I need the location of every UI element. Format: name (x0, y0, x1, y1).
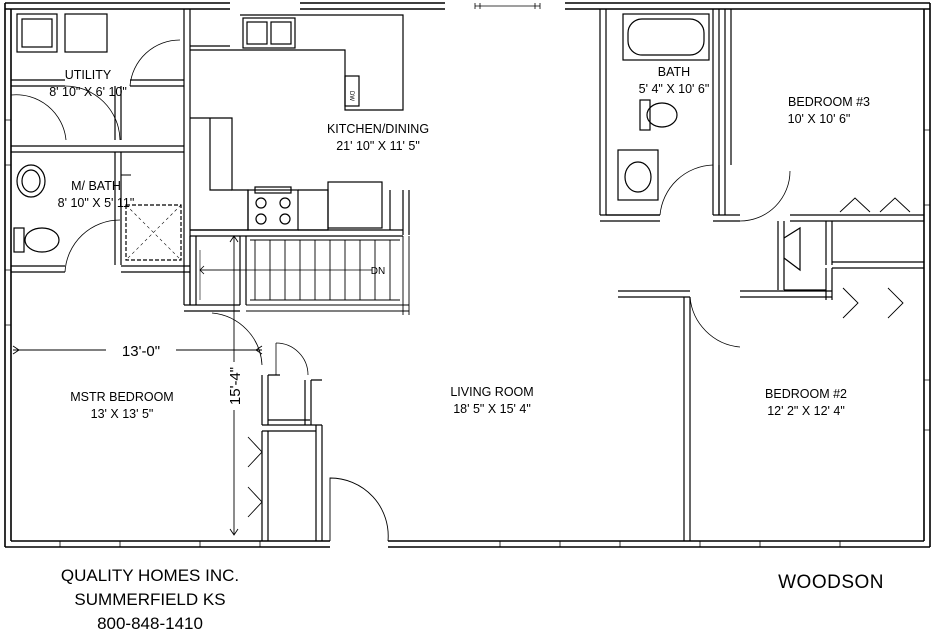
kitchen-sink-icon (242, 17, 296, 49)
company-phone: 800-848-1410 (97, 614, 203, 633)
bath-name: BATH (658, 65, 690, 79)
kitchen-walls (189, 229, 403, 305)
living-size: 18' 5" X 15' 4" (453, 402, 531, 416)
closet-doors-icon (839, 197, 911, 213)
bath-toilet-icon (646, 102, 678, 128)
company-name: QUALITY HOMES INC. (60, 566, 240, 585)
dishwasher-icon (344, 75, 360, 107)
utility-name: UTILITY (65, 68, 112, 82)
bedroom2-size: 12' 2" X 12' 4" (767, 404, 845, 418)
bedroom2-walls (618, 290, 832, 541)
utility-size: 8' 10" X 6' 10" (49, 85, 127, 99)
sink-icon (16, 164, 46, 198)
model-name: WOODSON (778, 572, 884, 593)
exterior-walls (4, 2, 931, 548)
washer-icon (16, 13, 58, 53)
master-walls (184, 304, 323, 541)
mstr-size: 13' X 13' 5" (91, 407, 154, 421)
dishwasher-label: DW (348, 91, 354, 101)
dryer-icon (64, 13, 108, 53)
bedroom3-name: BEDROOM #3 (788, 95, 870, 109)
mbath-size: 8' 10" X 5' 11" (58, 196, 135, 210)
toilet-tank-icon (13, 227, 25, 253)
width-dimension: 13'-0" (122, 343, 160, 360)
height-dimension: 15'-4" (227, 367, 244, 405)
bedroom3-size: 10' X 10' 6" (788, 112, 851, 126)
front-door-icon (329, 477, 389, 542)
company-location: SUMMERFIELD KS (74, 590, 226, 609)
mstr-name: MSTR BEDROOM (70, 390, 173, 404)
bedroom2-name: BEDROOM #2 (765, 387, 847, 401)
mbath-name: M/ BATH (71, 179, 121, 193)
company-block: QUALITY HOMES INC. SUMMERFIELD KS 800-84… (20, 564, 280, 636)
toilet-icon (24, 227, 60, 253)
kitchen-name: KITCHEN/DINING (327, 122, 429, 136)
hall-closet (777, 221, 833, 300)
windows (5, 3, 930, 547)
bathtub-icon (622, 13, 710, 61)
shower-icon (125, 204, 182, 261)
bath-walls (599, 9, 740, 222)
bath-vanity-icon (617, 149, 659, 201)
stairs-direction: DN (371, 266, 385, 277)
stairs (199, 236, 410, 315)
bedroom3-walls (718, 9, 924, 269)
range-icon (247, 189, 299, 231)
kitchen-size: 21' 10" X 11' 5" (336, 139, 420, 153)
bath-size: 5' 4" X 10' 6" (639, 82, 710, 96)
utility-walls (11, 9, 230, 140)
utility-door-swing (10, 94, 67, 141)
bath-toilet-tank-icon (639, 99, 651, 131)
refrigerator-icon (327, 181, 383, 229)
living-name: LIVING ROOM (450, 385, 533, 399)
master-closet-doors-icon (247, 436, 263, 518)
